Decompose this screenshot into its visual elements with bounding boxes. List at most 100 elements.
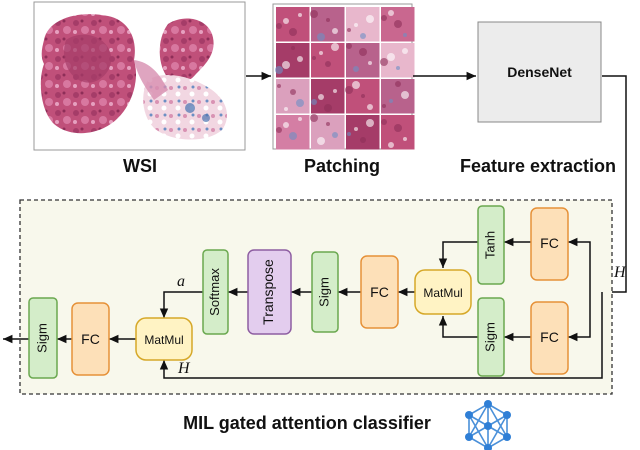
patch-texture [381, 119, 387, 125]
svg-text:Sigm: Sigm [34, 323, 49, 353]
patch-texture [332, 28, 338, 34]
patch-texture [326, 18, 330, 22]
patch-texture [403, 137, 407, 141]
fc-block-upper: FC [530, 207, 569, 281]
patch-texture [312, 56, 316, 60]
patch-texture [381, 15, 387, 21]
patch-texture [326, 122, 330, 126]
patch-texture [317, 137, 325, 145]
patch-texture [401, 91, 409, 99]
matmul-block-upper: MatMul [414, 269, 472, 315]
patch-texture [346, 43, 352, 49]
fc-block-mid: FC [360, 255, 399, 329]
sigm-block-gate: Sigm [477, 297, 505, 377]
patch-texture [283, 122, 289, 128]
patch-texture [291, 46, 295, 50]
patch-texture [388, 142, 394, 148]
patch-texture [360, 137, 366, 143]
patch-texture [317, 33, 325, 41]
patch-texture [290, 89, 296, 95]
patch-texture [284, 107, 288, 111]
patch-texture [311, 99, 317, 105]
patch-texture [283, 18, 289, 24]
patch-texture [318, 94, 324, 100]
patch-texture [387, 53, 395, 61]
patch-texture [360, 33, 366, 39]
patch-texture [402, 48, 408, 54]
patch-texture [333, 89, 337, 93]
softmax-block: Softmax [202, 249, 229, 335]
patch-texture [389, 99, 393, 103]
patch-texture [331, 43, 339, 51]
patch-texture [366, 119, 374, 127]
sigm-block-output: Sigm [28, 297, 58, 379]
patch-texture [396, 66, 400, 70]
patch-texture [324, 104, 332, 112]
wsi-image [33, 1, 246, 151]
patch-texture [296, 99, 304, 107]
svg-text:FC: FC [540, 329, 559, 345]
svg-text:Transpose: Transpose [260, 259, 276, 325]
patch-texture [354, 127, 358, 131]
patch-texture [367, 104, 373, 110]
svg-text:MatMul: MatMul [423, 286, 462, 300]
fc-block-output: FC [71, 302, 110, 376]
patch-tile [276, 79, 310, 114]
patch-texture [366, 15, 374, 23]
matmul-block-lower: MatMul [135, 317, 193, 361]
patch-texture [354, 23, 358, 27]
patch-texture [345, 86, 353, 94]
patch-texture [359, 48, 367, 56]
patch-texture [394, 124, 402, 132]
patch-grid [272, 3, 415, 150]
svg-text:Softmax: Softmax [207, 268, 222, 316]
densenet-box: DenseNet [477, 21, 602, 123]
patch-texture [319, 51, 323, 55]
patch-texture [403, 33, 407, 37]
sigm-block-attention: Sigm [311, 251, 339, 333]
patch-texture [289, 28, 297, 36]
patch-texture [347, 132, 351, 136]
patch-texture [353, 66, 359, 72]
patch-texture [382, 104, 386, 108]
fc-block-lower: FC [530, 301, 569, 375]
svg-text:FC: FC [370, 284, 389, 300]
patch-tile [311, 43, 345, 78]
svg-text:Tanh: Tanh [482, 231, 497, 259]
densenet-label: DenseNet [507, 64, 572, 80]
patch-texture [332, 132, 338, 138]
tanh-block: Tanh [477, 205, 505, 285]
classifier-title: MIL gated attention classifier [183, 413, 431, 433]
h-symbol-input: H [613, 264, 627, 281]
patch-texture [282, 61, 290, 69]
patch-texture [277, 84, 281, 88]
patch-texture [310, 114, 318, 122]
patch-texture [394, 20, 402, 28]
patch-texture [310, 10, 318, 18]
svg-text:Sigm: Sigm [482, 322, 497, 352]
patch-texture [388, 10, 394, 16]
patch-texture [347, 28, 351, 32]
patch-texture [368, 61, 372, 65]
classifier-connectors [3, 237, 603, 379]
patch-tile [346, 115, 380, 150]
svg-text:FC: FC [540, 235, 559, 251]
network-icon [465, 400, 511, 450]
patch-texture [325, 61, 331, 67]
patch-texture [276, 23, 282, 29]
patch-texture [289, 132, 297, 140]
patch-texture [395, 81, 401, 87]
svg-text:MatMul: MatMul [144, 333, 183, 347]
patch-texture [352, 81, 360, 89]
transpose-block: Transpose [247, 249, 292, 335]
patching-caption: Patching [304, 156, 380, 176]
patch-texture [361, 94, 365, 98]
wsi-caption: WSI [123, 156, 157, 176]
h-symbol-loop: H [177, 360, 191, 377]
patch-texture [276, 127, 282, 133]
patch-texture [298, 13, 302, 17]
patch-texture [297, 56, 303, 62]
patch-texture [298, 117, 302, 121]
feature-extraction-caption: Feature extraction [460, 156, 616, 176]
